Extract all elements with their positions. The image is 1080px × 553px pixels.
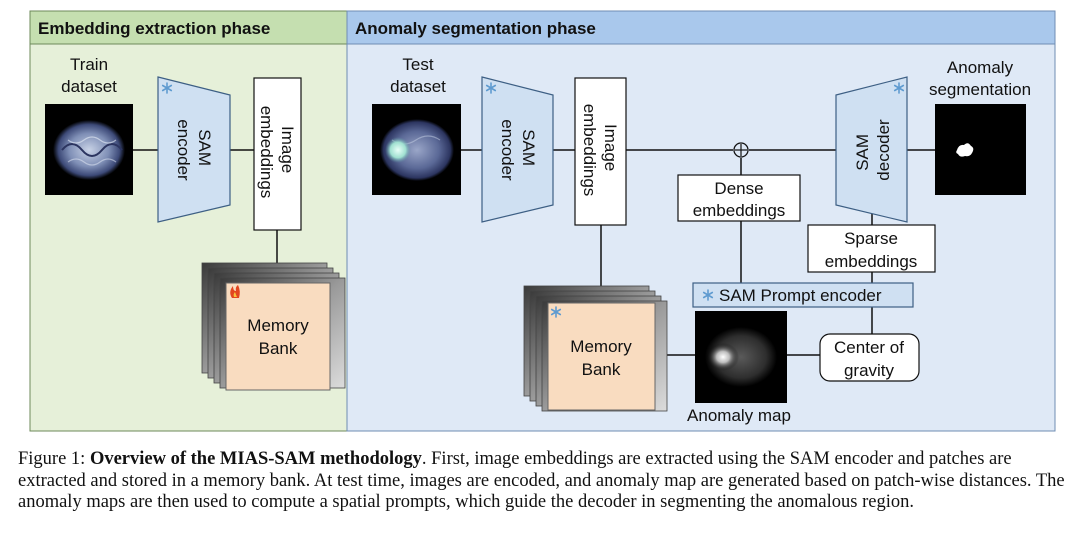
segmentation-output-image (935, 104, 1026, 195)
train-brain-image (45, 104, 133, 195)
sam-decoder: SAM decoder (835, 76, 908, 223)
svg-text:SAM encoder: SAM encoder (498, 119, 538, 181)
left-image-embeddings: Image embeddings (253, 77, 302, 231)
embedding-phase-title: Embedding extraction phase (38, 19, 270, 38)
caption-bold-title: Overview of the MIAS-SAM methodology (89, 449, 422, 469)
prompt-encoder-label: SAM Prompt encoder (719, 286, 882, 305)
right-memory-bank: Memory Bank (523, 285, 668, 412)
method-diagram: Embedding extraction phase Anomaly segme… (29, 10, 1056, 432)
dense-embeddings-box: Dense embeddings (677, 174, 801, 222)
svg-text:Image embeddings: Image embeddings (580, 104, 620, 197)
svg-text:SAM encoder: SAM encoder (174, 119, 214, 181)
sam-prompt-encoder: SAM Prompt encoder (692, 282, 914, 308)
decoder-label-2: decoder (874, 119, 893, 181)
center-label-2: gravity (844, 361, 895, 380)
test-brain-image (372, 104, 461, 195)
right-encoder-label-2: encoder (498, 119, 517, 181)
test-dataset-label-2: dataset (390, 77, 446, 96)
caption-prefix: Figure 1: (18, 449, 90, 469)
right-memory-label-1: Memory (570, 337, 632, 356)
left-encoder-label-2: encoder (174, 119, 193, 181)
left-encoder-label-1: SAM (195, 129, 214, 166)
svg-text:SAM decoder: SAM decoder (853, 119, 893, 181)
decoder-label-1: SAM (853, 134, 872, 171)
right-embed-label-1: Image (601, 124, 620, 171)
right-sam-encoder: SAM encoder (481, 76, 554, 223)
left-embed-label-2: embeddings (257, 106, 276, 199)
center-of-gravity-box: Center of gravity (819, 333, 920, 382)
left-sam-encoder: SAM encoder (157, 76, 231, 223)
left-memory-bank: Memory Bank (201, 262, 346, 391)
dense-label-2: embeddings (693, 201, 786, 220)
train-dataset-label-2: dataset (61, 77, 117, 96)
connectors (133, 149, 935, 356)
left-embed-label-1: Image (278, 126, 297, 173)
sparse-label-2: embeddings (825, 252, 918, 271)
segmentation-phase-title: Anomaly segmentation phase (355, 19, 596, 38)
right-image-embeddings: Image embeddings (574, 77, 627, 226)
anomaly-segmentation-label: Anomaly (947, 58, 1014, 77)
embedding-phase-header (29, 10, 348, 45)
sum-operator-icon (733, 142, 749, 158)
anomaly-map-label: Anomaly map (687, 406, 791, 425)
right-embed-label-2: embeddings (580, 104, 599, 197)
right-encoder-label-1: SAM (519, 129, 538, 166)
train-dataset-label: Train (70, 55, 108, 74)
test-dataset-label: Test (402, 55, 433, 74)
anomaly-map-image (695, 311, 787, 403)
svg-text:Image embeddings: Image embeddings (257, 106, 297, 199)
sparse-label-1: Sparse (844, 229, 898, 248)
center-label-1: Center of (834, 338, 904, 357)
figure-caption: Figure 1: Overview of the MIAS-SAM metho… (18, 449, 1068, 514)
left-memory-label-2: Bank (259, 339, 298, 358)
flame-icon (230, 285, 240, 298)
right-memory-label-2: Bank (582, 360, 621, 379)
left-memory-label-1: Memory (247, 316, 309, 335)
anomaly-segmentation-label-2: segmentation (929, 80, 1031, 99)
caption-body: . First, image embeddings are extracted … (18, 449, 1065, 512)
sparse-embeddings-box: Sparse embeddings (807, 224, 936, 273)
segmentation-phase-header (346, 10, 1056, 45)
dense-label-1: Dense (714, 179, 763, 198)
